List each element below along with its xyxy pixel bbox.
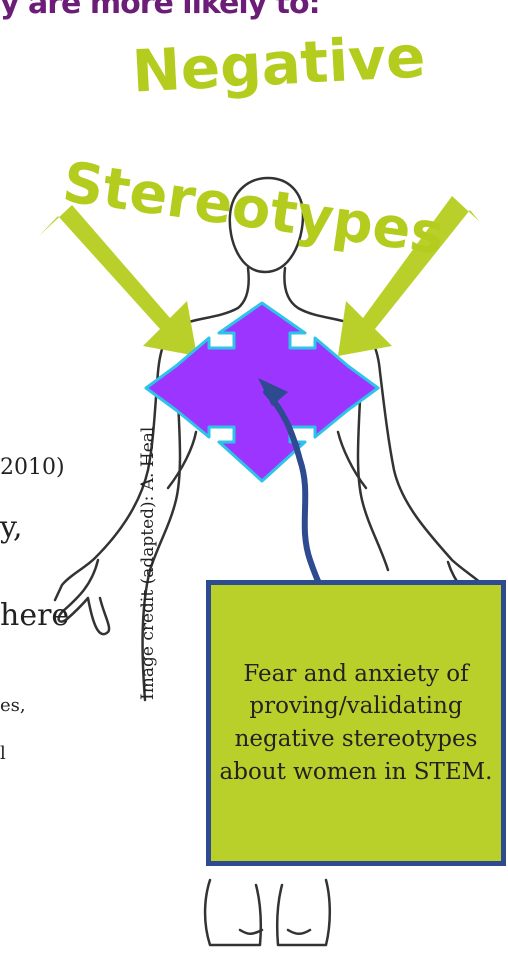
cropped-text-fragment-2: y, (0, 510, 23, 545)
callout-text: Fear and anxiety of proving/validating n… (211, 658, 501, 789)
slide-top-line: y are more likely to: (0, 0, 320, 21)
cropped-text-fragment-1: 2010) (0, 455, 65, 480)
cropped-text-fragment-4: es, (0, 695, 26, 716)
cropped-text-fragment-3: here (0, 598, 69, 633)
image-credit: Image credit (adapted): A. Heal (138, 427, 158, 700)
callout-box: Fear and anxiety of proving/validating n… (206, 580, 506, 866)
cropped-text-fragment-5: l (0, 743, 6, 764)
